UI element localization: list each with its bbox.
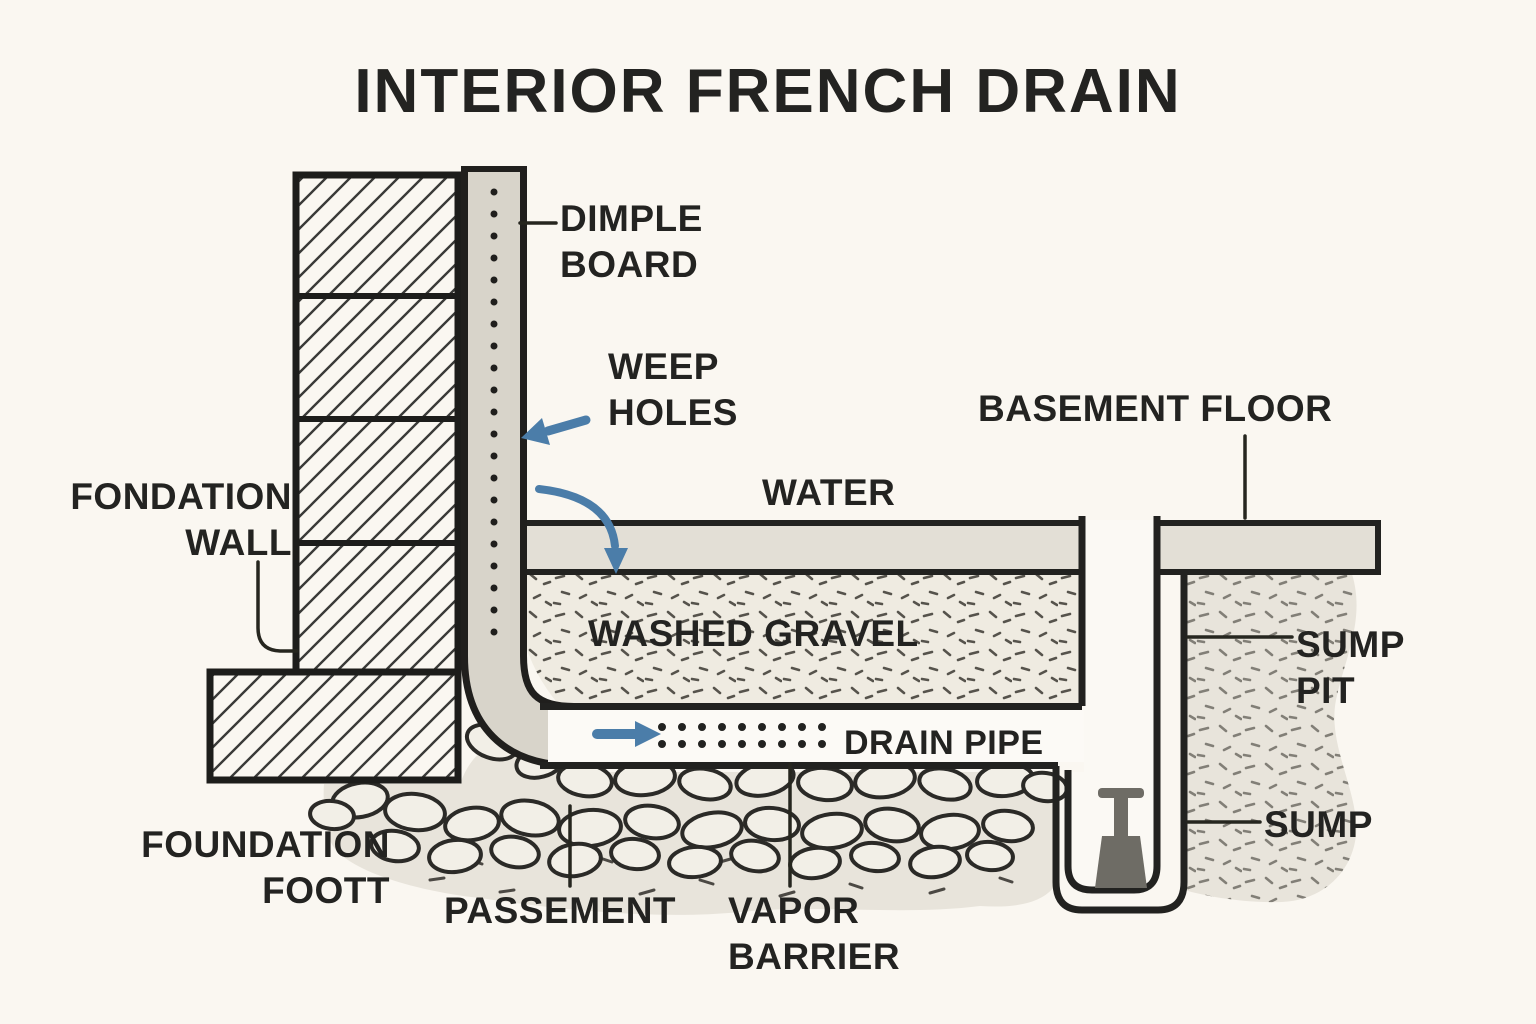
label-sump-pit: SUMP PIT (1296, 624, 1405, 711)
label-washed-gravel: WASHED GRAVEL (588, 613, 919, 654)
label-basement: PASSEMENT (444, 890, 677, 931)
label-foundation-footing: FOUNDATION FOOTT (141, 824, 390, 911)
label-vapor-barrier: VAPOR BARRIER (728, 890, 901, 977)
basement-floor-slab-shape (514, 520, 1381, 575)
sump-pit-shape (1052, 516, 1188, 914)
leader-lines (256, 221, 1294, 888)
label-weep-holes: WEEP HOLES (608, 346, 738, 433)
label-drain-pipe: DRAIN PIPE (844, 724, 1044, 762)
label-sump: SUMP (1264, 804, 1373, 845)
flow-arrows (521, 415, 661, 747)
drain-flow-arrow (592, 721, 661, 747)
diagram-title: INTERIOR FRENCH DRAIN (354, 57, 1182, 126)
water-flow-arrow (535, 485, 628, 574)
weep-holes-arrow (521, 415, 591, 445)
label-dimple-board: DIMPLE BOARD (560, 198, 703, 285)
sump-pump-shape (1095, 788, 1147, 888)
label-foundation-wall: FONDATION WALL (70, 476, 292, 563)
foundation-wall-leader (256, 560, 299, 653)
label-water: WATER (762, 472, 896, 513)
label-basement-floor: BASEMENT FLOOR (978, 388, 1333, 429)
foundation-footing-shape (206, 668, 462, 784)
washed-gravel-shape (520, 575, 1082, 706)
foundation-wall-shape (292, 171, 462, 676)
